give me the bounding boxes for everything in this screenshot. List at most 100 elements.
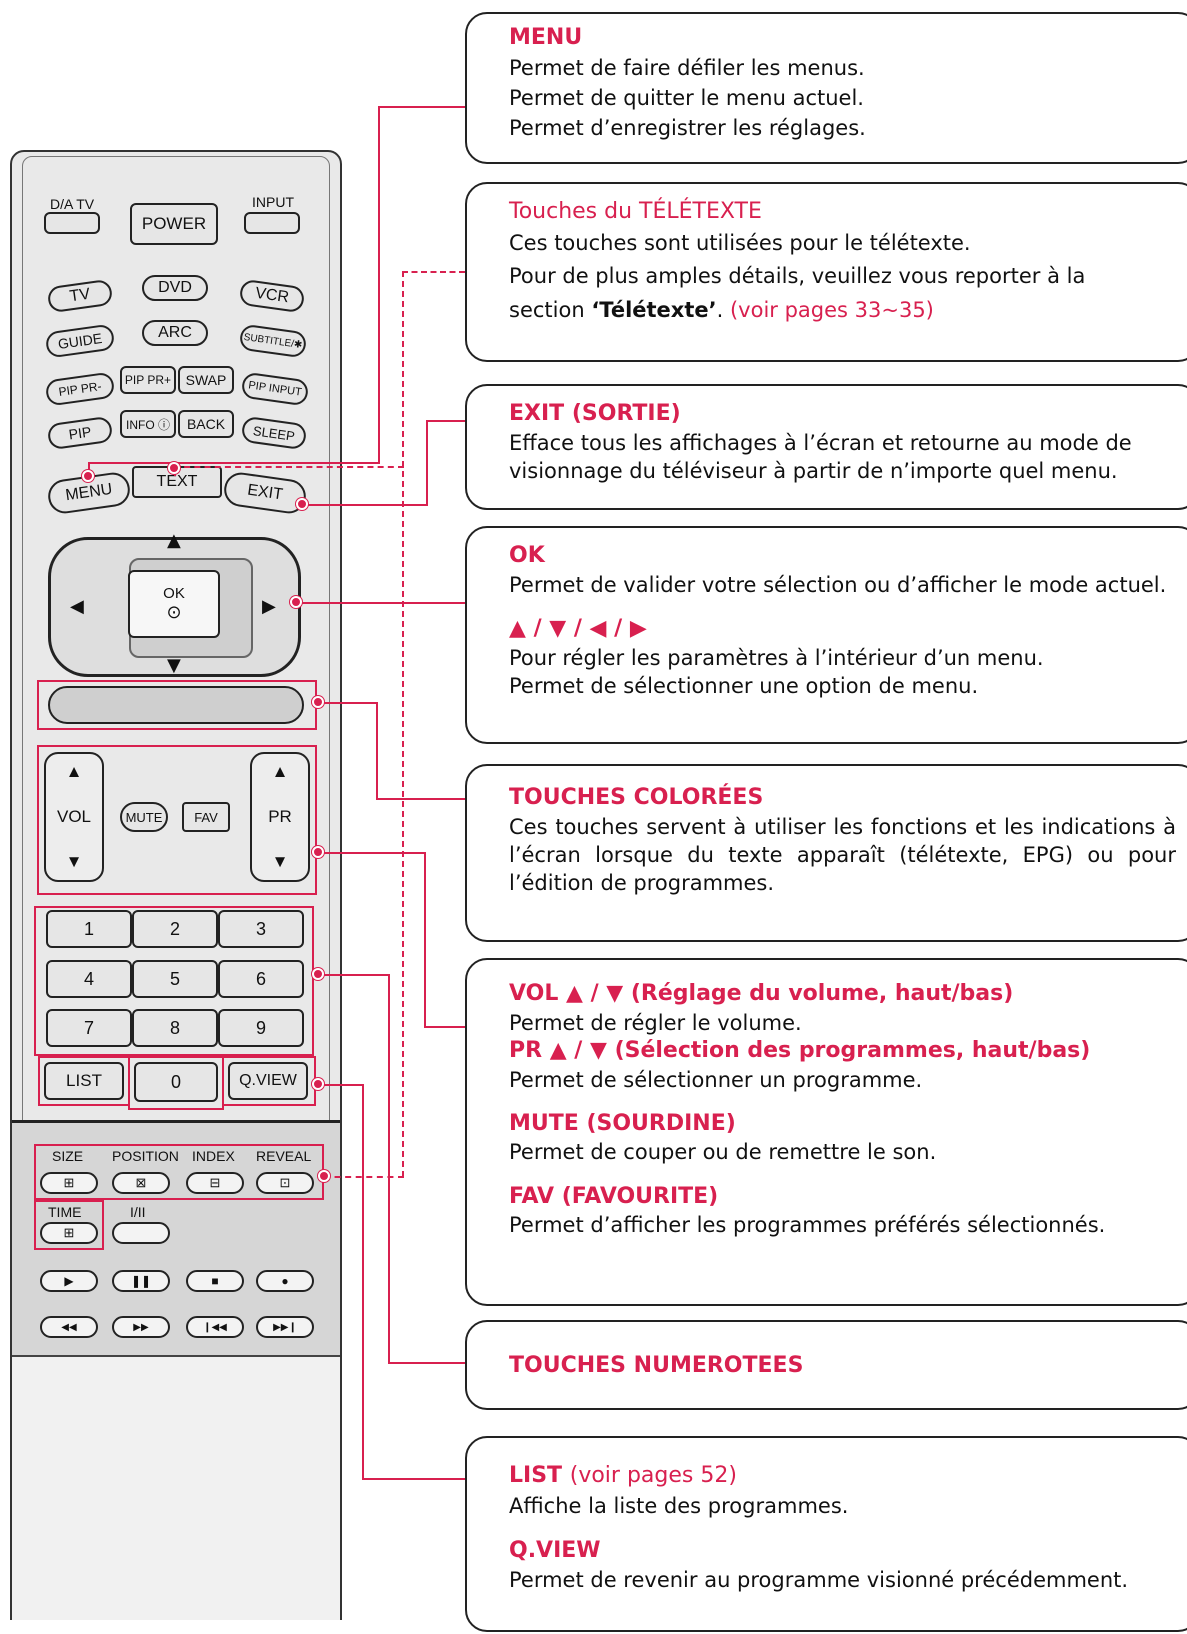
- num-leader-dot: [312, 968, 324, 980]
- size-label: SIZE: [52, 1148, 84, 1164]
- arrows-title: ▲ / ▼ / ◀ / ▶: [509, 615, 647, 641]
- pip-pr-plus-button[interactable]: PIP PR+: [120, 366, 176, 394]
- number-button-1[interactable]: 1: [46, 910, 132, 948]
- fast-forward-button[interactable]: ▶▶: [112, 1316, 170, 1338]
- list-leader-dot: [312, 1078, 324, 1090]
- up-arrow-icon[interactable]: ▲: [167, 530, 181, 551]
- pr-label: PR: [268, 807, 292, 826]
- back-button[interactable]: BACK: [178, 410, 234, 438]
- menu-line-2: Permet de quitter le menu actuel.: [509, 86, 864, 111]
- teletext-bottom-dot: [318, 1170, 330, 1182]
- fav-body: Permet d’afficher les programmes préféré…: [509, 1213, 1106, 1238]
- swap-button[interactable]: SWAP: [178, 366, 234, 394]
- callout-exit: EXIT (SORTIE) Efface tous les affichages…: [465, 384, 1187, 510]
- right-arrow-icon[interactable]: ▶: [262, 596, 276, 617]
- pr-rocker[interactable]: ▲ PR ▼: [250, 752, 310, 882]
- qview-body: Permet de revenir au programme visionné …: [509, 1567, 1129, 1592]
- fav-button[interactable]: FAV: [182, 802, 230, 832]
- input-button[interactable]: [244, 212, 300, 234]
- vol-up-icon[interactable]: ▲: [65, 762, 83, 781]
- mute-button[interactable]: MUTE: [120, 802, 168, 832]
- mute-title: MUTE (SOURDINE): [509, 1110, 736, 1136]
- size-button[interactable]: ⊞: [40, 1172, 98, 1194]
- vol-down-icon[interactable]: ▼: [65, 852, 83, 871]
- callout-list: LIST (voir pages 52) Affiche la liste de…: [465, 1436, 1187, 1632]
- exit-leader-h1: [426, 420, 465, 422]
- num-leader-h2: [388, 1362, 465, 1364]
- pr-body: Permet de sélectionner un programme.: [509, 1067, 923, 1092]
- list-body: Affiche la liste des programmes.: [509, 1493, 849, 1518]
- pr-down-icon[interactable]: ▼: [271, 852, 289, 871]
- number-button-9[interactable]: 9: [218, 1009, 304, 1047]
- callout-ok: OK Permet de valider votre sélection ou …: [465, 526, 1187, 744]
- menu-leader-h1: [378, 106, 465, 108]
- mute-body: Permet de couper ou de remettre le son.: [509, 1140, 937, 1165]
- teletext-line-3-post: .: [716, 297, 730, 322]
- vol-rocker[interactable]: ▲ VOL ▼: [44, 752, 104, 882]
- menu-leader-dot: [82, 470, 94, 482]
- info-button[interactable]: INFO ⓘ: [120, 410, 176, 438]
- number-button-5[interactable]: 5: [132, 960, 218, 998]
- teletext-page-ref: (voir pages 33~35): [729, 297, 934, 322]
- reveal-button[interactable]: ⊡: [256, 1172, 314, 1194]
- left-arrow-icon[interactable]: ◀: [70, 596, 84, 617]
- input-label: INPUT: [252, 194, 294, 210]
- ok-leader: [296, 602, 465, 604]
- da-tv-label: D/A TV: [50, 196, 95, 212]
- menu-leader-drop: [88, 462, 90, 476]
- number-button-2[interactable]: 2: [132, 910, 218, 948]
- colored-leader-h2: [376, 798, 465, 800]
- arrows-line-1: Pour régler les paramètres à l’intérieur…: [509, 645, 1044, 670]
- vol-pr-highlight: [37, 745, 317, 895]
- fav-title: FAV (FAVOURITE): [509, 1183, 719, 1209]
- skip-forward-button[interactable]: ▶▶❙: [256, 1316, 314, 1338]
- pr-up-icon[interactable]: ▲: [271, 762, 289, 781]
- qview-button[interactable]: Q.VIEW: [228, 1062, 308, 1100]
- menu-leader-h2: [88, 462, 380, 464]
- callout-colored: TOUCHES COLORÉES Ces touches servent à u…: [465, 764, 1187, 942]
- teletext-leader-h3: [324, 1176, 404, 1178]
- position-button[interactable]: ⊠: [112, 1172, 170, 1194]
- ok-leader-dot: [290, 596, 302, 608]
- index-button[interactable]: ⊟: [186, 1172, 244, 1194]
- volpr-leader-dot: [312, 846, 324, 858]
- da-tv-button[interactable]: [44, 212, 100, 234]
- ok-body: Permet de valider votre sélection ou d’a…: [509, 572, 1167, 597]
- number-button-4[interactable]: 4: [46, 960, 132, 998]
- ok-button[interactable]: OK ⊙: [128, 570, 220, 638]
- number-button-6[interactable]: 6: [218, 960, 304, 998]
- num-leader-h1: [318, 974, 390, 976]
- index-label: INDEX: [192, 1148, 235, 1164]
- callout-menu: MENU Permet de faire défiler les menus. …: [465, 12, 1187, 164]
- dvd-button[interactable]: DVD: [142, 275, 208, 301]
- colored-body: Ces touches servent à utiliser les fonct…: [509, 814, 1176, 896]
- colored-keys-highlight: [37, 680, 317, 730]
- play-button[interactable]: ▶: [40, 1270, 98, 1292]
- power-button[interactable]: POWER: [130, 203, 218, 245]
- record-button[interactable]: ●: [256, 1270, 314, 1292]
- ok-dot-icon: ⊙: [166, 602, 182, 622]
- list-button[interactable]: LIST: [44, 1062, 124, 1100]
- i-ii-button[interactable]: [112, 1222, 170, 1244]
- stop-button[interactable]: ■: [186, 1270, 244, 1292]
- number-button-3[interactable]: 3: [218, 910, 304, 948]
- time-highlight: [34, 1200, 104, 1250]
- time-button[interactable]: ⊞: [40, 1222, 98, 1244]
- skip-back-button[interactable]: ❙◀◀: [186, 1316, 244, 1338]
- list-page-ref: (voir pages 52): [569, 1463, 737, 1488]
- colored-leader-h1: [318, 702, 378, 704]
- rewind-button[interactable]: ◀◀: [40, 1316, 98, 1338]
- qview-title: Q.VIEW: [509, 1538, 601, 1564]
- menu-line-1: Permet de faire défiler les menus.: [509, 55, 865, 80]
- list-title: LIST: [509, 1463, 563, 1488]
- pause-button[interactable]: ❚❚: [112, 1270, 170, 1292]
- number-button-8[interactable]: 8: [132, 1009, 218, 1047]
- colored-leader-dot: [312, 696, 324, 708]
- colored-keys[interactable]: [48, 686, 304, 724]
- number-button-0[interactable]: 0: [134, 1062, 218, 1102]
- vol-body: Permet de régler le volume.: [509, 1010, 802, 1035]
- number-button-7[interactable]: 7: [46, 1009, 132, 1047]
- arc-button[interactable]: ARC: [142, 320, 208, 346]
- down-arrow-icon[interactable]: ▼: [167, 655, 181, 676]
- colored-leader-v: [376, 702, 378, 800]
